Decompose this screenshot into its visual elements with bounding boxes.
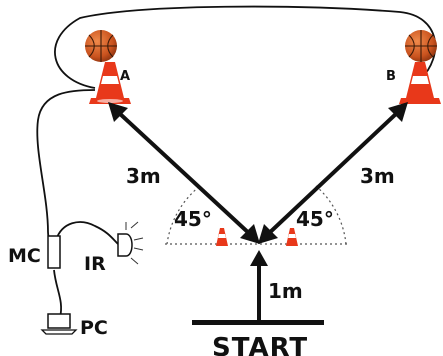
angle-label-left: 45° xyxy=(174,207,212,231)
start-line xyxy=(192,320,324,325)
distance-label-right: 3m xyxy=(360,164,395,188)
gate-cone-right xyxy=(286,228,298,246)
arrow-to-b xyxy=(258,102,408,244)
angle-arc-right xyxy=(315,185,347,245)
arrow-forward xyxy=(250,250,268,322)
pc-label: PC xyxy=(80,317,108,339)
gate-cone-left xyxy=(216,228,228,246)
angle-label-right: 45° xyxy=(296,207,334,231)
mc-label: MC xyxy=(8,245,41,267)
cone-b xyxy=(399,62,441,104)
mc-box xyxy=(47,235,61,269)
basketball-icon xyxy=(405,30,437,62)
cone-a xyxy=(89,62,131,104)
arrow-to-a xyxy=(108,102,260,244)
pc-cable xyxy=(53,269,62,319)
distance-label-forward: 1m xyxy=(268,279,303,303)
ir-sensor-icon xyxy=(117,221,144,265)
start-label: START xyxy=(212,333,308,356)
cone-a-label: A xyxy=(120,69,130,84)
ir-cable xyxy=(55,221,119,245)
basketball-icon xyxy=(85,30,117,62)
cone-b-label: B xyxy=(386,69,396,84)
ir-label: IR xyxy=(84,253,106,275)
laptop-icon xyxy=(40,313,78,335)
angle-arc-left xyxy=(166,185,201,245)
distance-label-left: 3m xyxy=(126,164,161,188)
